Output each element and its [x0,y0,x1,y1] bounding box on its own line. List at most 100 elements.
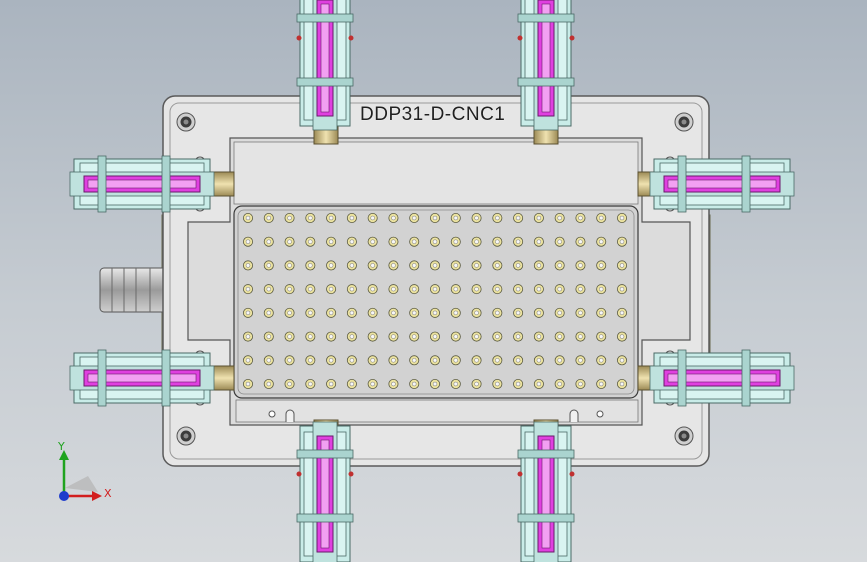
toggle-clamp-top-right [517,0,575,131]
grid-hole-core [578,358,583,363]
grid-hole-core [474,263,479,268]
grid-hole-core [432,310,438,316]
grid-hole-core [515,334,521,339]
toggle-clamp-right-top [649,155,795,213]
corner-screw-top-right [674,112,694,132]
grid-hole-core [370,358,375,363]
grid-hole-core [266,215,272,221]
grid-hole-core [370,239,375,244]
grid-hole-core [557,239,562,244]
grid-hole-core [619,358,625,363]
x-axis-label: X [104,487,112,500]
grid-hole-core [349,286,355,292]
toggle-clamp-top-left [296,0,354,131]
grid-hole-core [619,381,625,387]
part-label: DDP31-D-CNC1 [360,104,506,125]
y-axis-label: Y [58,440,65,453]
grid-hole-core [266,310,272,316]
grid-hole-core [266,263,272,268]
grid-hole-core [474,239,479,244]
grid-hole-core [349,310,355,316]
grid-hole-core [391,286,396,292]
toggle-clamp-bottom-left [296,421,354,562]
grid-hole-core [370,286,375,292]
grid-hole-core [391,263,396,268]
grid-hole-core [287,310,292,316]
grid-hole-core [391,239,396,244]
grid-hole-core [370,310,375,316]
grid-hole-core [308,334,313,339]
grid-hole-core [536,358,542,363]
grid-hole-core [287,239,292,244]
grid-hole-core [287,381,292,387]
grid-hole-core [536,263,542,268]
grid-hole-core [266,358,272,363]
grid-hole-core [411,310,417,316]
grid-hole-core [245,381,251,387]
grid-hole-core [370,263,375,268]
grid-hole-core [287,215,292,221]
grid-hole-core [328,263,334,268]
grid-hole-core [598,215,604,221]
grid-hole-core [495,381,500,387]
grid-hole-core [453,215,459,221]
grid-hole-core [578,239,583,244]
grid-hole-core [495,215,500,221]
grid-hole-core [245,286,251,292]
grid-hole-core [411,215,417,221]
grid-hole-core [328,334,334,339]
grid-hole-core [474,334,479,339]
grid-hole-core [598,286,604,292]
grid-hole-core [308,263,313,268]
hole-array-area [233,205,639,399]
grid-hole-core [495,334,500,339]
grid-hole-core [515,358,521,363]
grid-hole-core [245,239,251,244]
grid-hole-core [411,358,417,363]
grid-hole-core [308,358,313,363]
grid-hole-core [557,310,562,316]
grid-hole-core [411,334,417,339]
grid-hole-core [578,334,583,339]
grid-hole-core [536,310,542,316]
grid-hole-core [515,215,521,221]
grid-hole-core [349,381,355,387]
grid-hole-core [308,310,313,316]
grid-hole-core [328,381,334,387]
grid-hole-core [536,215,542,221]
grid-hole-core [495,358,500,363]
grid-hole-core [598,358,604,363]
grid-hole-core [432,263,438,268]
hole-grid [242,212,628,389]
grid-hole-core [432,286,438,292]
grid-hole-core [328,358,334,363]
grid-hole-core [411,239,417,244]
grid-hole-core [308,286,313,292]
grid-hole-core [453,286,459,292]
grid-hole-core [328,239,334,244]
grid-hole-core [557,263,562,268]
grid-hole-core [619,310,625,316]
grid-hole-core [474,358,479,363]
grid-hole-core [598,239,604,244]
grid-hole-core [370,334,375,339]
grid-hole-core [287,286,292,292]
grid-hole-core [578,310,583,316]
grid-hole-core [328,310,334,316]
grid-hole-core [619,286,625,292]
toggle-clamp-right-bottom [649,349,795,407]
grid-hole-core [349,358,355,363]
grid-hole-core [308,381,313,387]
grid-hole-core [370,381,375,387]
grid-hole-core [453,239,459,244]
grid-hole-core [515,381,521,387]
grid-hole-core [328,286,334,292]
grid-hole-core [453,334,459,339]
grid-hole-core [287,263,292,268]
grid-hole-core [453,263,459,268]
grid-hole-core [515,286,521,292]
corner-screw-bottom-right [674,426,694,446]
grid-hole-core [245,310,251,316]
